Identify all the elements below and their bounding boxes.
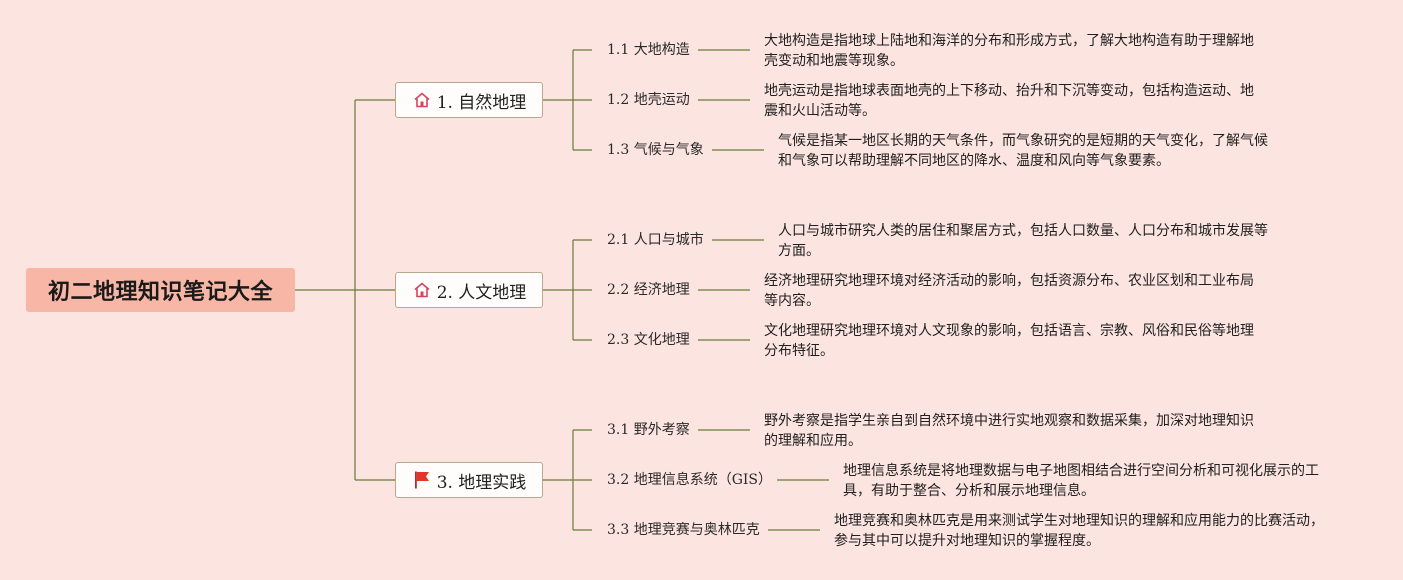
branch-label: 1. 自然地理 [436, 92, 527, 113]
root-title: 初二地理知识笔记大全 [47, 280, 273, 305]
leaf-description-3-2: 地理信息系统是将地理数据与电子地图相结合进行空间分析和可视化展示的工 具，有助于… [843, 463, 1319, 499]
house-icon [412, 90, 432, 110]
leaf-description-3-1: 野外考察是指学生亲自到自然环境中进行实地观察和数据采集，加深对地理知识 的理解和… [764, 413, 1254, 449]
branch-node-human-geography[interactable]: 2. 人文地理 [395, 272, 543, 308]
leaf-node-2-1[interactable]: 2.1 人口与城市 [607, 232, 704, 248]
leaf-description-1-1: 大地构造是指地球上陆地和海洋的分布和形成方式，了解大地构造有助于理解地 壳变动和… [764, 33, 1254, 69]
branch-label: 2. 人文地理 [436, 282, 527, 303]
root-node[interactable]: 初二地理知识笔记大全 [26, 268, 295, 312]
branch-node-geography-practice[interactable]: 3. 地理实践 [395, 462, 543, 498]
branch-label: 3. 地理实践 [436, 472, 527, 493]
leaf-node-1-3[interactable]: 1.3 气候与气象 [607, 142, 704, 158]
leaf-description-2-2: 经济地理研究地理环境对经济活动的影响，包括资源分布、农业区划和工业布局 等内容。 [764, 273, 1254, 309]
leaf-node-2-2[interactable]: 2.2 经济地理 [607, 282, 690, 298]
leaf-node-3-1[interactable]: 3.1 野外考察 [607, 422, 690, 438]
branch-node-natural-geography[interactable]: 1. 自然地理 [395, 82, 543, 118]
leaf-description-2-1: 人口与城市研究人类的居住和聚居方式，包括人口数量、人口分布和城市发展等 方面。 [778, 223, 1268, 259]
leaf-description-1-2: 地壳运动是指地球表面地壳的上下移动、抬升和下沉等变动，包括构造运动、地 震和火山… [764, 83, 1254, 119]
flag-icon [412, 470, 432, 490]
leaf-node-3-3[interactable]: 3.3 地理竞赛与奥林匹克 [607, 522, 760, 538]
leaf-description-2-3: 文化地理研究地理环境对人文现象的影响，包括语言、宗教、风俗和民俗等地理 分布特征… [764, 323, 1254, 359]
leaf-description-3-3: 地理竞赛和奥林匹克是用来测试学生对地理知识的理解和应用能力的比赛活动， 参与其中… [834, 513, 1324, 549]
leaf-node-3-2[interactable]: 3.2 地理信息系统（GIS） [607, 472, 773, 488]
leaf-description-1-3: 气候是指某一地区长期的天气条件，而气象研究的是短期的天气变化，了解气候 和气象可… [778, 133, 1268, 169]
house-icon [412, 280, 432, 300]
leaf-node-2-3[interactable]: 2.3 文化地理 [607, 332, 690, 348]
leaf-node-1-2[interactable]: 1.2 地壳运动 [607, 92, 690, 108]
leaf-node-1-1[interactable]: 1.1 大地构造 [607, 42, 690, 58]
